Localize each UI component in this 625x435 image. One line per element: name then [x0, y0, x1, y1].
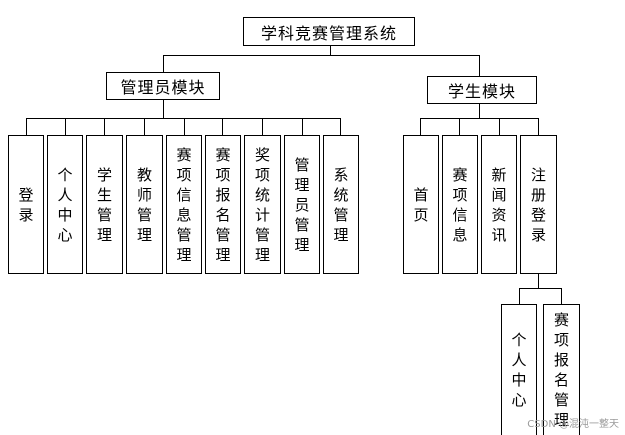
- student-subitem-personal-center: 个人中心: [501, 304, 537, 435]
- admin-item-student-management: 学生管理: [86, 135, 123, 274]
- student-module-node: 学生模块: [427, 76, 537, 104]
- student-item-register-login: 注册登录: [520, 135, 557, 274]
- admin-item-event-registration-management: 赛项报名管理: [205, 135, 241, 274]
- root-node: 学科竞赛管理系统: [243, 17, 415, 46]
- admin-module-node: 管理员模块: [106, 72, 220, 100]
- admin-item-login: 登录: [8, 135, 44, 274]
- admin-item-personal-center: 个人中心: [47, 135, 83, 274]
- student-item-news: 新闻资讯: [481, 135, 517, 274]
- student-item-event-info: 赛项信息: [442, 135, 478, 274]
- admin-item-event-info-management: 赛项信息管理: [166, 135, 202, 274]
- student-subitem-event-registration-management: 赛项报名管理: [543, 304, 580, 435]
- admin-item-administrator-management: 管理员管理: [284, 135, 320, 274]
- admin-item-award-statistics-management: 奖项统计管理: [244, 135, 281, 274]
- csdn-watermark: CSDN @混沌一整天: [527, 419, 619, 430]
- admin-item-teacher-management: 教师管理: [126, 135, 163, 274]
- student-item-home: 首页: [403, 135, 439, 274]
- admin-item-system-management: 系统管理: [323, 135, 359, 274]
